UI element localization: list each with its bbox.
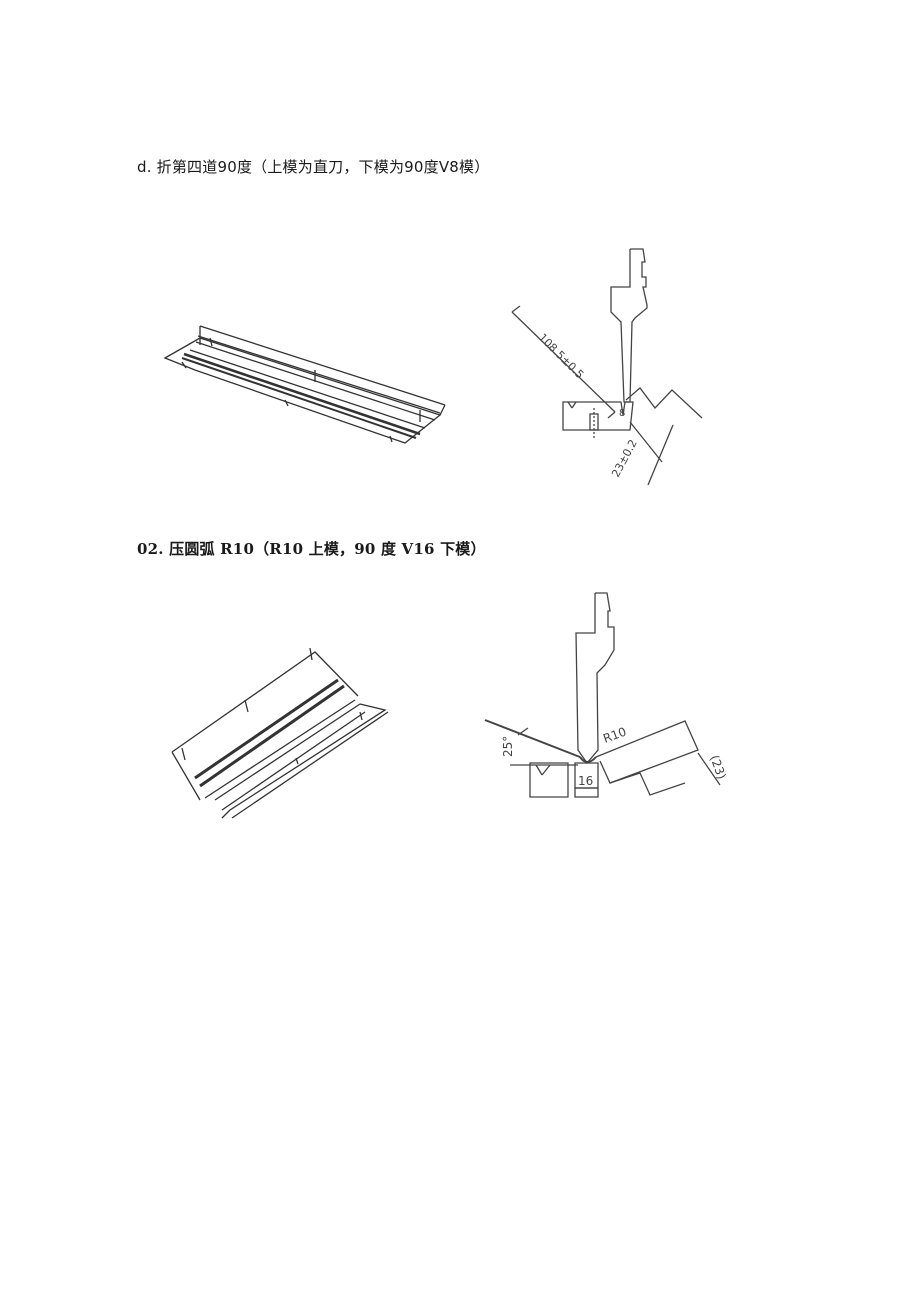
part-isometric-figure-1: [163, 325, 446, 444]
section-heading-fold-4: d. 折第四道90度（上模为直刀，下模为90度V8模）: [137, 158, 490, 176]
radius-label: R10: [601, 725, 628, 746]
dim-flange-label: 23±0.2: [609, 437, 640, 479]
tooling-diagram-figure-1: 108.5±0.5 23±0.2 8: [511, 248, 703, 486]
v-opening-label: 8: [619, 408, 625, 419]
dim-length-label: 108.5±0.5: [536, 331, 586, 381]
flange-dim-label: (23): [707, 753, 729, 781]
section-heading-arc-press: 02. 压圆弧 R10（R10 上模，90 度 V16 下模）: [137, 540, 486, 558]
part-isometric-figure-2: [171, 647, 389, 819]
tooling-diagram-figure-2: 25° R10 16 (23): [484, 592, 729, 798]
angle-label: 25°: [501, 736, 515, 757]
v-opening-label: 16: [578, 774, 593, 788]
